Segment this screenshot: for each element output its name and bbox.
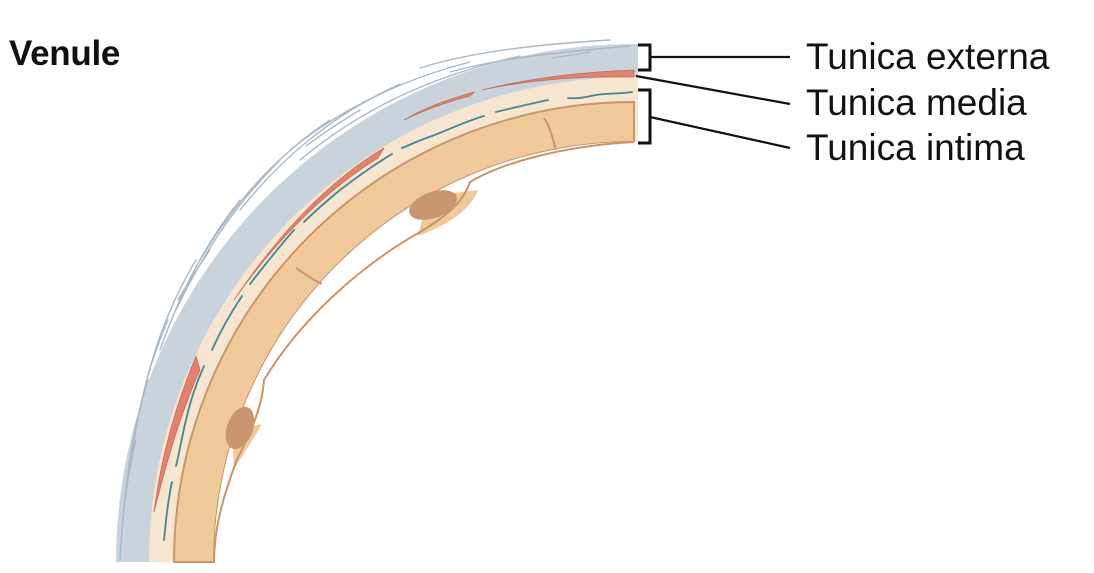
externa-fibers: [119, 39, 631, 561]
endothelial-nucleus-2: [225, 406, 255, 450]
smooth-muscle-fibers: [153, 69, 635, 513]
label-tunica-externa: Tunica externa: [806, 36, 1050, 77]
leader-media: [635, 74, 791, 106]
label-tunica-intima: Tunica intima: [806, 127, 1025, 168]
bracket-intima: [638, 88, 652, 145]
cell-junctions: [295, 117, 557, 285]
diagram-title: Venule: [9, 34, 121, 73]
leader-intima: [649, 115, 791, 150]
lumen: [214, 142, 1094, 562]
elastic-fibers: [163, 91, 633, 541]
endothelium-inner-outline: [213, 141, 635, 563]
bracket-externa: [638, 43, 652, 72]
label-brackets: [638, 43, 652, 145]
label-tunica-media: Tunica media: [806, 82, 1027, 123]
endothelial-nucleus-1: [409, 190, 457, 220]
leader-lines: [635, 55, 791, 150]
